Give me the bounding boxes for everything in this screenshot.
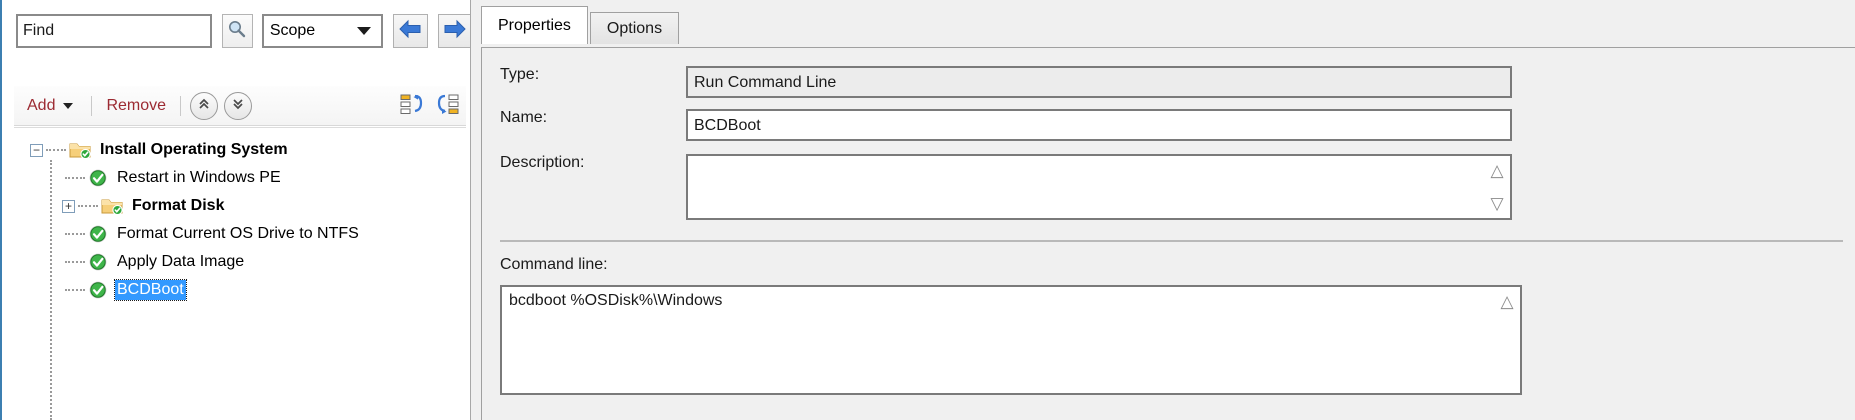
task-sequence-tree-pane: Scope Add Rem xyxy=(0,0,473,420)
tab-properties-label: Properties xyxy=(498,16,571,34)
move-down-button[interactable] xyxy=(224,91,253,120)
details-tab-strip: Properties Options xyxy=(481,6,681,44)
tree-node-label: Format Disk xyxy=(132,197,225,214)
chevron-up-icon[interactable]: △ xyxy=(1500,292,1514,311)
magnifier-icon xyxy=(227,19,247,43)
list-indent-icon xyxy=(434,92,460,120)
find-input[interactable] xyxy=(16,14,212,48)
scope-selected-value: Scope xyxy=(269,22,316,39)
properties-tab-panel: Type: Run Command Line Name: BCDBoot Des… xyxy=(481,47,1855,420)
search-button[interactable] xyxy=(222,14,253,48)
name-input[interactable]: BCDBoot xyxy=(686,109,1512,141)
description-label: Description: xyxy=(500,154,585,171)
outdent-button[interactable] xyxy=(398,91,428,121)
tree-connector-dots xyxy=(46,148,66,152)
tree-connector-dots xyxy=(65,288,85,292)
tab-options[interactable]: Options xyxy=(589,12,680,44)
list-outdent-icon xyxy=(400,92,426,120)
green-check-icon xyxy=(88,168,108,188)
indent-button[interactable] xyxy=(432,91,462,121)
description-value xyxy=(688,156,1510,166)
tab-options-label: Options xyxy=(606,19,663,37)
chevron-down-icon xyxy=(357,27,372,35)
tree-node-label: Format Current OS Drive to NTFS xyxy=(117,225,359,242)
command-line-label: Command line: xyxy=(500,256,608,273)
tree-connector-dots xyxy=(78,204,98,208)
tree-node-format-current-os-drive-to-ntfs[interactable]: Format Current OS Drive to NTFS xyxy=(14,220,466,248)
tree-node-label: Install Operating System xyxy=(100,141,288,158)
green-check-icon xyxy=(88,252,108,272)
description-scrollbar[interactable]: △ ▽ xyxy=(1486,158,1508,216)
type-value: Run Command Line xyxy=(694,74,837,91)
chevron-down-icon[interactable]: ▽ xyxy=(1490,194,1504,213)
find-toolbar: Scope xyxy=(2,8,473,54)
add-button[interactable]: Add xyxy=(27,96,56,114)
caret-down-icon[interactable] xyxy=(63,102,74,109)
tree-toolbar: Add Remove xyxy=(14,86,466,126)
section-divider xyxy=(500,240,1843,242)
move-up-button[interactable] xyxy=(190,91,219,120)
green-check-icon xyxy=(88,280,108,300)
expand-toggle-icon[interactable]: + xyxy=(62,199,75,213)
arrow-right-icon xyxy=(442,19,468,43)
tree-node-apply-data-image[interactable]: Apply Data Image xyxy=(14,248,466,276)
name-row: Name: BCDBoot xyxy=(482,109,1855,141)
tree-node-label: Restart in Windows PE xyxy=(117,169,281,186)
tree-node-bcdboot[interactable]: BCDBoot xyxy=(14,276,466,304)
folder-check-icon xyxy=(101,197,123,215)
collapse-toggle-icon[interactable]: − xyxy=(30,143,43,157)
chevron-up-icon[interactable]: △ xyxy=(1490,161,1504,180)
remove-button[interactable]: Remove xyxy=(106,96,167,114)
command-line-value: bcdboot %OSDisk%\Windows xyxy=(509,292,723,309)
double-chevron-up-icon xyxy=(197,97,211,115)
type-row: Type: Run Command Line xyxy=(482,66,1855,98)
toolbar-separator xyxy=(180,95,182,116)
tree-node-restart-in-windows-pe[interactable]: Restart in Windows PE xyxy=(14,164,466,192)
type-value-field: Run Command Line xyxy=(686,66,1512,98)
double-chevron-down-icon xyxy=(231,97,245,115)
tree-connector-dots xyxy=(65,176,85,180)
tree-connector-dots xyxy=(65,232,85,236)
type-label: Type: xyxy=(500,66,540,83)
navigate-forward-button[interactable] xyxy=(437,14,473,48)
tree-node-format-disk[interactable]: + Format Disk xyxy=(14,192,466,220)
arrow-left-icon xyxy=(397,19,423,43)
name-value: BCDBoot xyxy=(694,117,761,134)
step-details-pane: Properties Options Type: Run Command Lin… xyxy=(470,0,1855,420)
tree-node-install-operating-system[interactable]: − Install Operating System xyxy=(14,136,466,164)
tree-connector-line xyxy=(50,160,52,420)
scope-dropdown[interactable]: Scope xyxy=(261,14,384,48)
toolbar-separator xyxy=(91,95,93,116)
folder-check-icon xyxy=(69,141,91,159)
tab-properties[interactable]: Properties xyxy=(481,6,588,44)
description-textarea[interactable]: △ ▽ xyxy=(686,154,1512,220)
tree-connector-dots xyxy=(65,260,85,264)
tree-node-label: Apply Data Image xyxy=(117,253,245,270)
command-line-textarea[interactable]: bcdboot %OSDisk%\Windows △ xyxy=(500,285,1522,395)
command-line-scrollbar[interactable]: △ xyxy=(1496,289,1518,391)
name-label: Name: xyxy=(500,109,548,126)
navigate-back-button[interactable] xyxy=(393,14,428,48)
green-check-icon xyxy=(88,224,108,244)
tree-node-label: BCDBoot xyxy=(114,279,187,301)
description-row: Description: △ ▽ xyxy=(482,154,1855,220)
